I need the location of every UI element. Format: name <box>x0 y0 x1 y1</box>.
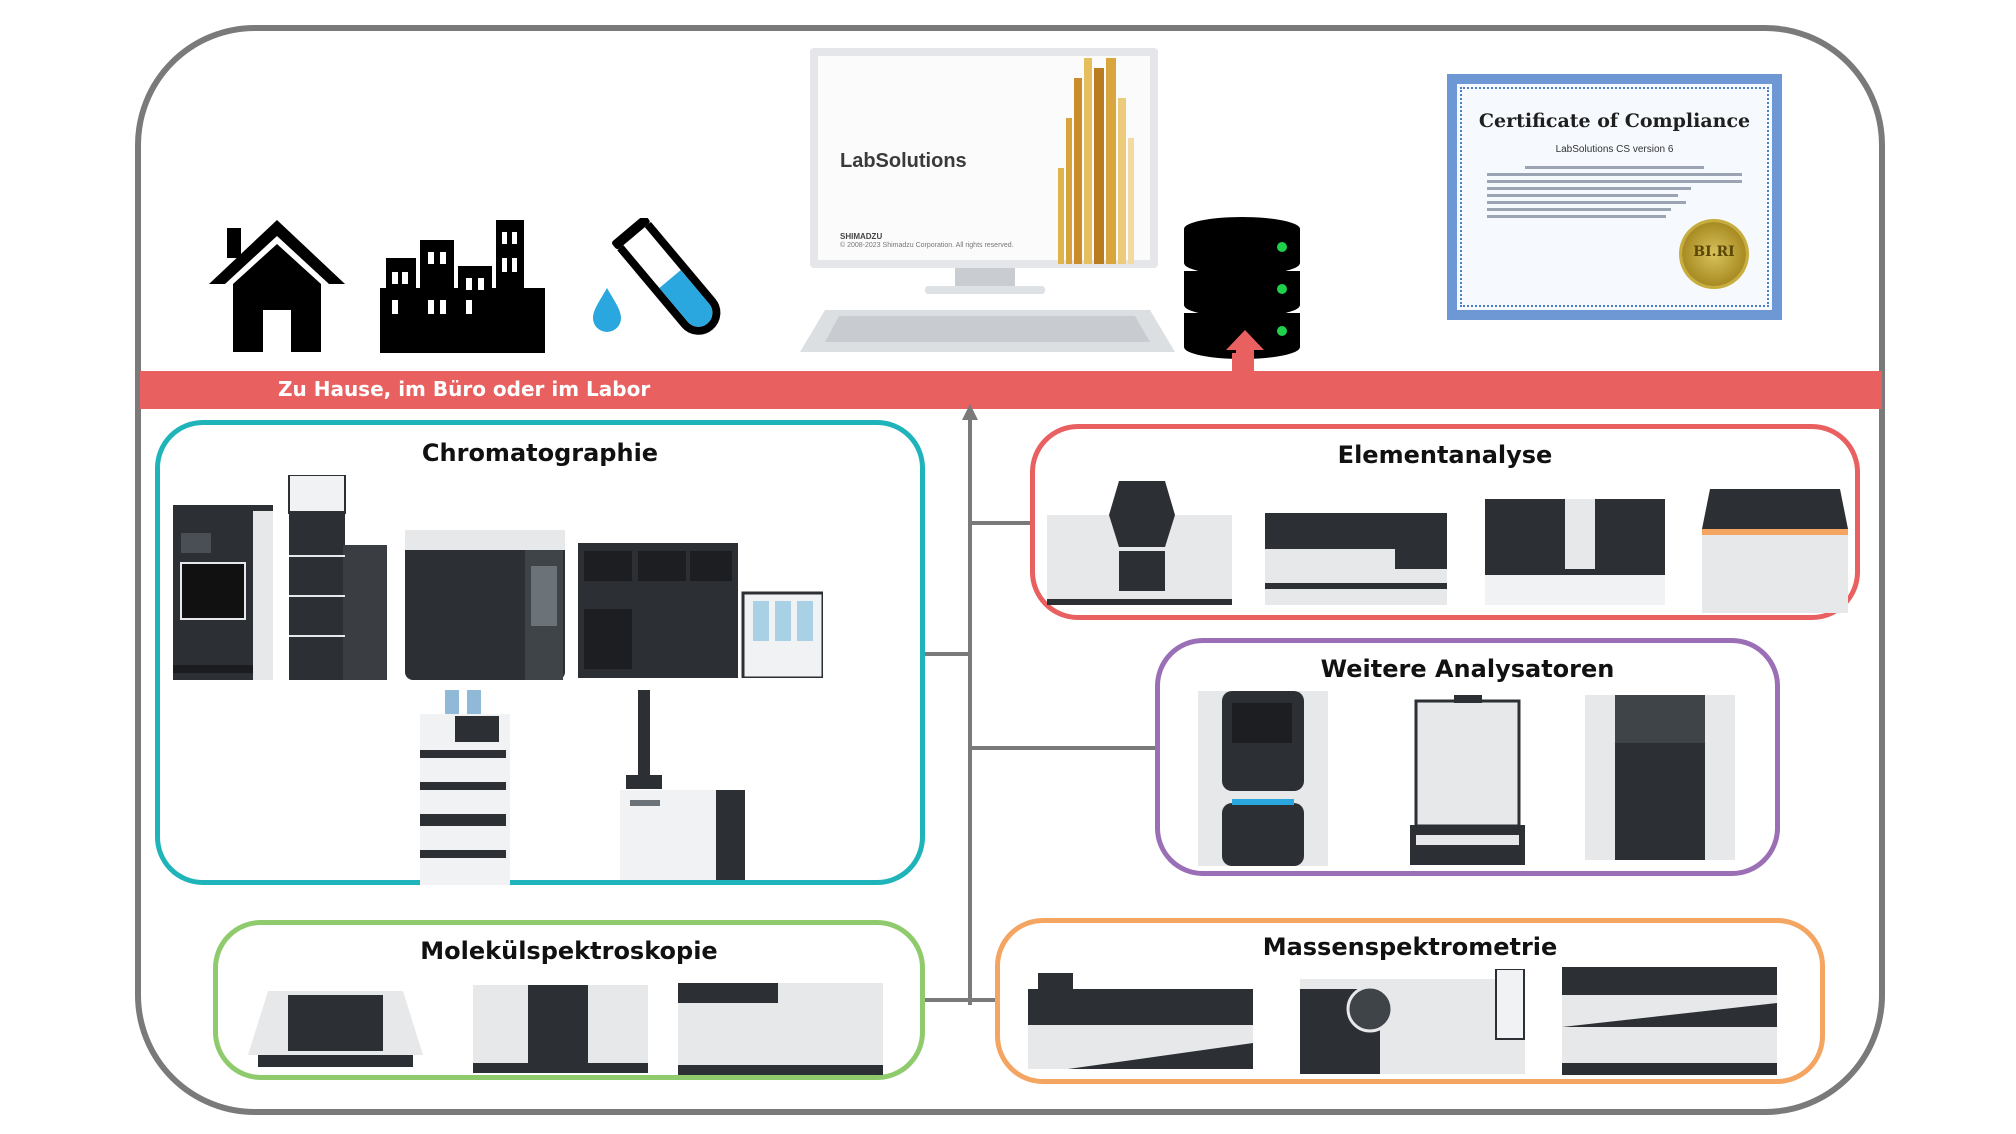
location-banner <box>140 371 1882 409</box>
software-title: LabSolutions <box>840 150 967 172</box>
gcms-instrument-icon <box>620 690 745 880</box>
seal-icon: BI.RI <box>1682 222 1746 286</box>
xrf-instrument-icon <box>1485 499 1665 605</box>
house-icon <box>209 220 345 352</box>
gc-instrument-icon <box>405 530 565 680</box>
banner-text: Zu Hause, im Büro oder im Labor <box>278 377 651 401</box>
group-title: Chromatographie <box>421 439 659 467</box>
lc-stack-icon <box>288 475 387 680</box>
group-mass-spectrometry: Massenspektrometrie <box>995 918 1825 1084</box>
certificate: Certificate of Compliance LabSolutions C… <box>1447 74 1782 320</box>
aas-instrument-icon <box>1047 481 1232 605</box>
toc-analyzer-icon <box>1198 691 1328 866</box>
factory-icon <box>380 220 545 353</box>
software-copyright: © 2008-2023 Shimadzu Corporation. All ri… <box>840 242 1014 249</box>
outer-frame <box>135 25 1885 1115</box>
group-element-analysis: Elementanalyse <box>1030 424 1860 620</box>
fluorescence-instrument-icon <box>678 983 883 1075</box>
group-title: Molekülspektroskopie <box>420 937 718 965</box>
lc-system-icon <box>578 543 823 678</box>
group-molecular-spectroscopy: Molekülspektroskopie <box>213 920 925 1080</box>
group-other-analyzers: Weitere Analysatoren <box>1155 638 1780 876</box>
certificate-text-lines <box>1487 162 1742 222</box>
uv-vis-instrument-icon <box>248 991 423 1067</box>
test-tube-icon <box>593 218 721 335</box>
software-brand: SHIMADZU <box>840 232 883 241</box>
monitor-stand <box>800 268 1175 352</box>
hplc-instrument-icon <box>173 505 273 680</box>
thermal-analyzer-icon <box>1410 695 1525 865</box>
uhplc-stack-icon <box>420 690 510 885</box>
gcms-qp-instrument-icon <box>1300 969 1525 1074</box>
banner-arrow <box>1226 330 1264 374</box>
group-title: Elementanalyse <box>1337 441 1553 469</box>
group-title: Massenspektrometrie <box>1262 933 1558 961</box>
group-title: Weitere Analysatoren <box>1320 655 1615 683</box>
lcms-instrument-icon <box>1028 973 1253 1069</box>
group-chromatography: Chromatographie <box>155 420 925 885</box>
maldi-instrument-icon <box>1562 967 1777 1075</box>
edx-instrument-icon <box>1702 489 1848 613</box>
particle-analyzer-icon <box>1585 695 1735 860</box>
chart-graphic <box>1058 58 1134 264</box>
certificate-subtitle: LabSolutions CS version 6 <box>1555 144 1674 155</box>
certificate-title: Certificate of Compliance <box>1478 110 1751 132</box>
monitor-screen: LabSolutions SHIMADZU © 2008-2023 Shimad… <box>810 48 1158 268</box>
icp-instrument-icon <box>1265 513 1447 605</box>
ftir-instrument-icon <box>473 985 648 1073</box>
seal-text: BI.RI <box>1693 244 1735 260</box>
